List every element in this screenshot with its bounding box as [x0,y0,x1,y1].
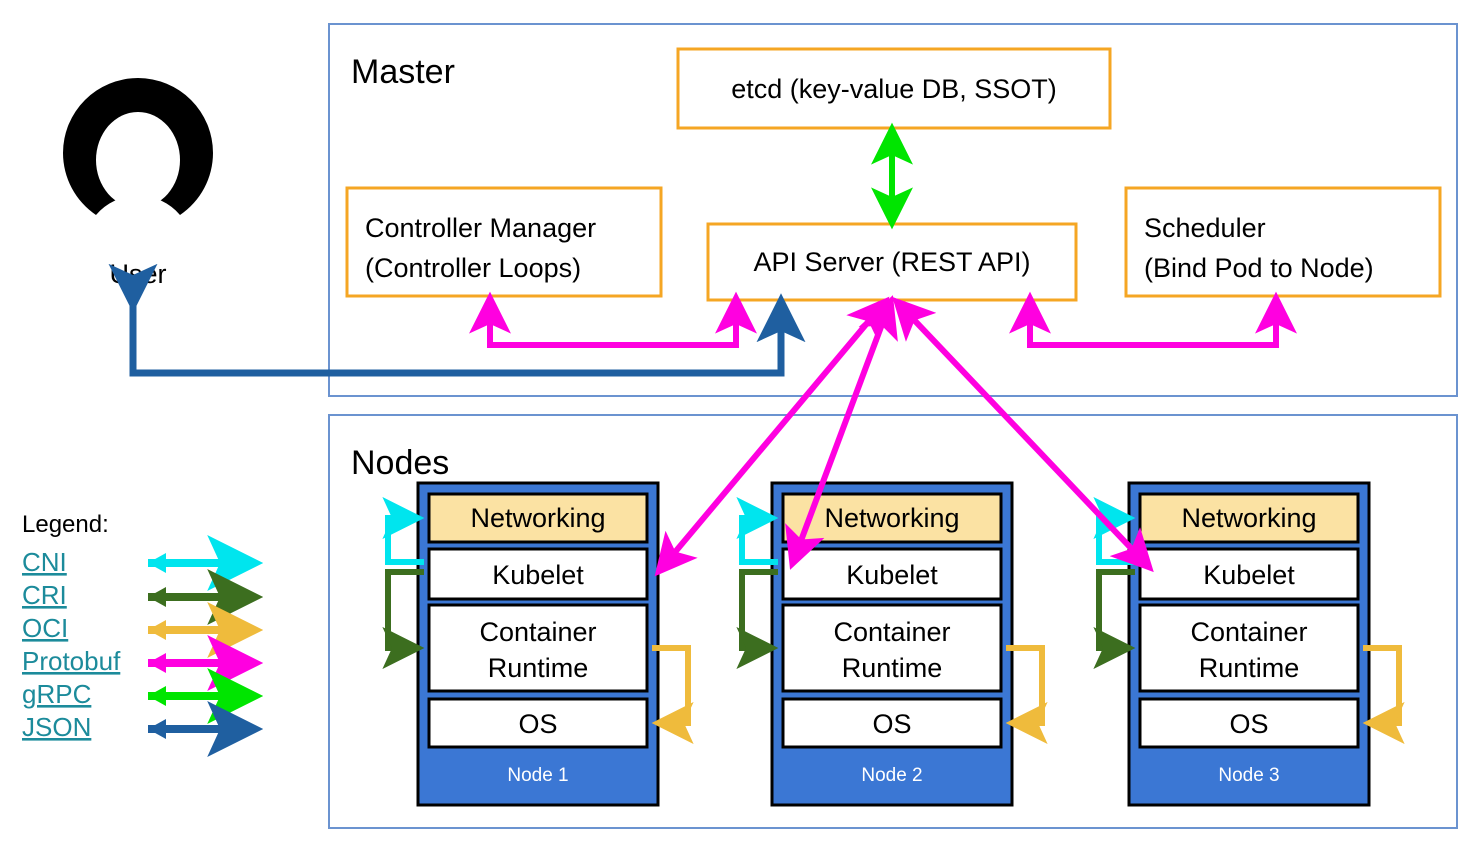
controller-manager-label-line2: (Controller Loops) [365,253,581,283]
node-2-container-runtime-box[interactable] [781,603,1003,693]
etcd-label: etcd (key-value DB, SSOT) [731,74,1057,104]
legend-item-cni[interactable]: CNI [22,535,264,591]
connection-node-2-oci [1005,645,1048,744]
node-3-kubelet-label: Kubelet [1203,560,1295,590]
master-label: Master [351,53,455,91]
legend-item-cri[interactable]: CRI [22,569,264,625]
connection-node-3-oci [1362,645,1405,744]
node-1-networking-box[interactable] [427,492,649,544]
node-1-container-runtime-box[interactable] [427,603,649,693]
node-3-label: Node 3 [1218,765,1279,786]
node-1-networking-label: Networking [470,503,605,533]
node-3-networking-box[interactable] [1138,492,1360,544]
nodes-label: Nodes [351,444,449,482]
node-3-container-runtime-label-line1: Container [1190,617,1307,647]
node-1-os-label: OS [518,709,557,739]
legend-arrow-cni-start [148,553,166,573]
node-2-os-box[interactable] [781,697,1003,749]
legend-item-oci[interactable]: OCI [22,602,264,658]
node-2[interactable]: Networking Kubelet Container Runtime OS … [770,481,1014,807]
legend-item-cni-label[interactable]: CNI [22,547,67,577]
node-3-container-runtime-box[interactable] [1138,603,1360,693]
legend-arrow-oci-start [148,620,166,640]
node-1-kubelet-label: Kubelet [492,560,584,590]
connection-node-1-cni [382,497,425,565]
node-3-os-box[interactable] [1138,697,1360,749]
scheduler-label-line2: (Bind Pod to Node) [1144,253,1374,283]
legend-item-grpc[interactable]: gRPC [22,668,264,724]
connection-node-1-oci [651,645,694,744]
legend-arrow-cri-start [148,587,166,607]
legend-item-grpc-label[interactable]: gRPC [22,679,91,709]
legend-item-json[interactable]: JSON [22,701,264,757]
legend-arrow-protobuf-start [148,653,166,673]
connection-api-server-node-2-kubelet-protobuf [785,295,898,570]
legend-item-protobuf-label[interactable]: Protobuf [22,646,121,676]
node-2-os-label: OS [872,709,911,739]
legend-item-json-label[interactable]: JSON [22,712,91,742]
node-1-container-runtime-label-line2: Runtime [488,653,589,683]
node-2-networking-label: Networking [824,503,959,533]
api-server-label: API Server (REST API) [753,247,1030,277]
legend-arrow-json-start [148,719,166,739]
node-3[interactable]: Networking Kubelet Container Runtime OS … [1127,481,1371,807]
legend-arrow-grpc-start [148,686,166,706]
node-3-networking-label: Networking [1181,503,1316,533]
etcd-box[interactable] [676,47,1112,130]
node-2-kubelet-label: Kubelet [846,560,938,590]
node-1-os-box[interactable] [427,697,649,749]
node-2-container-runtime-label-line2: Runtime [842,653,943,683]
node-3-os-label: OS [1229,709,1268,739]
legend-item-oci-label[interactable]: OCI [22,613,68,643]
node-3-kubelet-box[interactable] [1138,547,1360,601]
connection-api-server-node-3-kubelet-protobuf [892,296,1154,573]
node-2-container-runtime-label-line1: Container [833,617,950,647]
controller-manager-label-line1: Controller Manager [365,213,596,243]
scheduler-label-line1: Scheduler [1144,213,1266,243]
node-1[interactable]: Networking Kubelet Container Runtime OS … [416,481,660,807]
user-avatar-icon [63,78,213,215]
node-3-container-runtime-label-line2: Runtime [1199,653,1300,683]
node-1-label: Node 1 [507,765,568,786]
user-label: User [109,259,166,289]
node-2-label: Node 2 [861,765,922,786]
node-1-container-runtime-label-line1: Container [479,617,596,647]
legend-item-cri-label[interactable]: CRI [22,580,67,610]
connection-node-1-cri [382,569,425,669]
legend: Legend: CNI CRI OCI Protobuf gRPC [22,511,264,757]
legend-title: Legend: [22,511,109,538]
legend-item-protobuf[interactable]: Protobuf [22,635,264,691]
node-1-kubelet-box[interactable] [427,547,649,601]
